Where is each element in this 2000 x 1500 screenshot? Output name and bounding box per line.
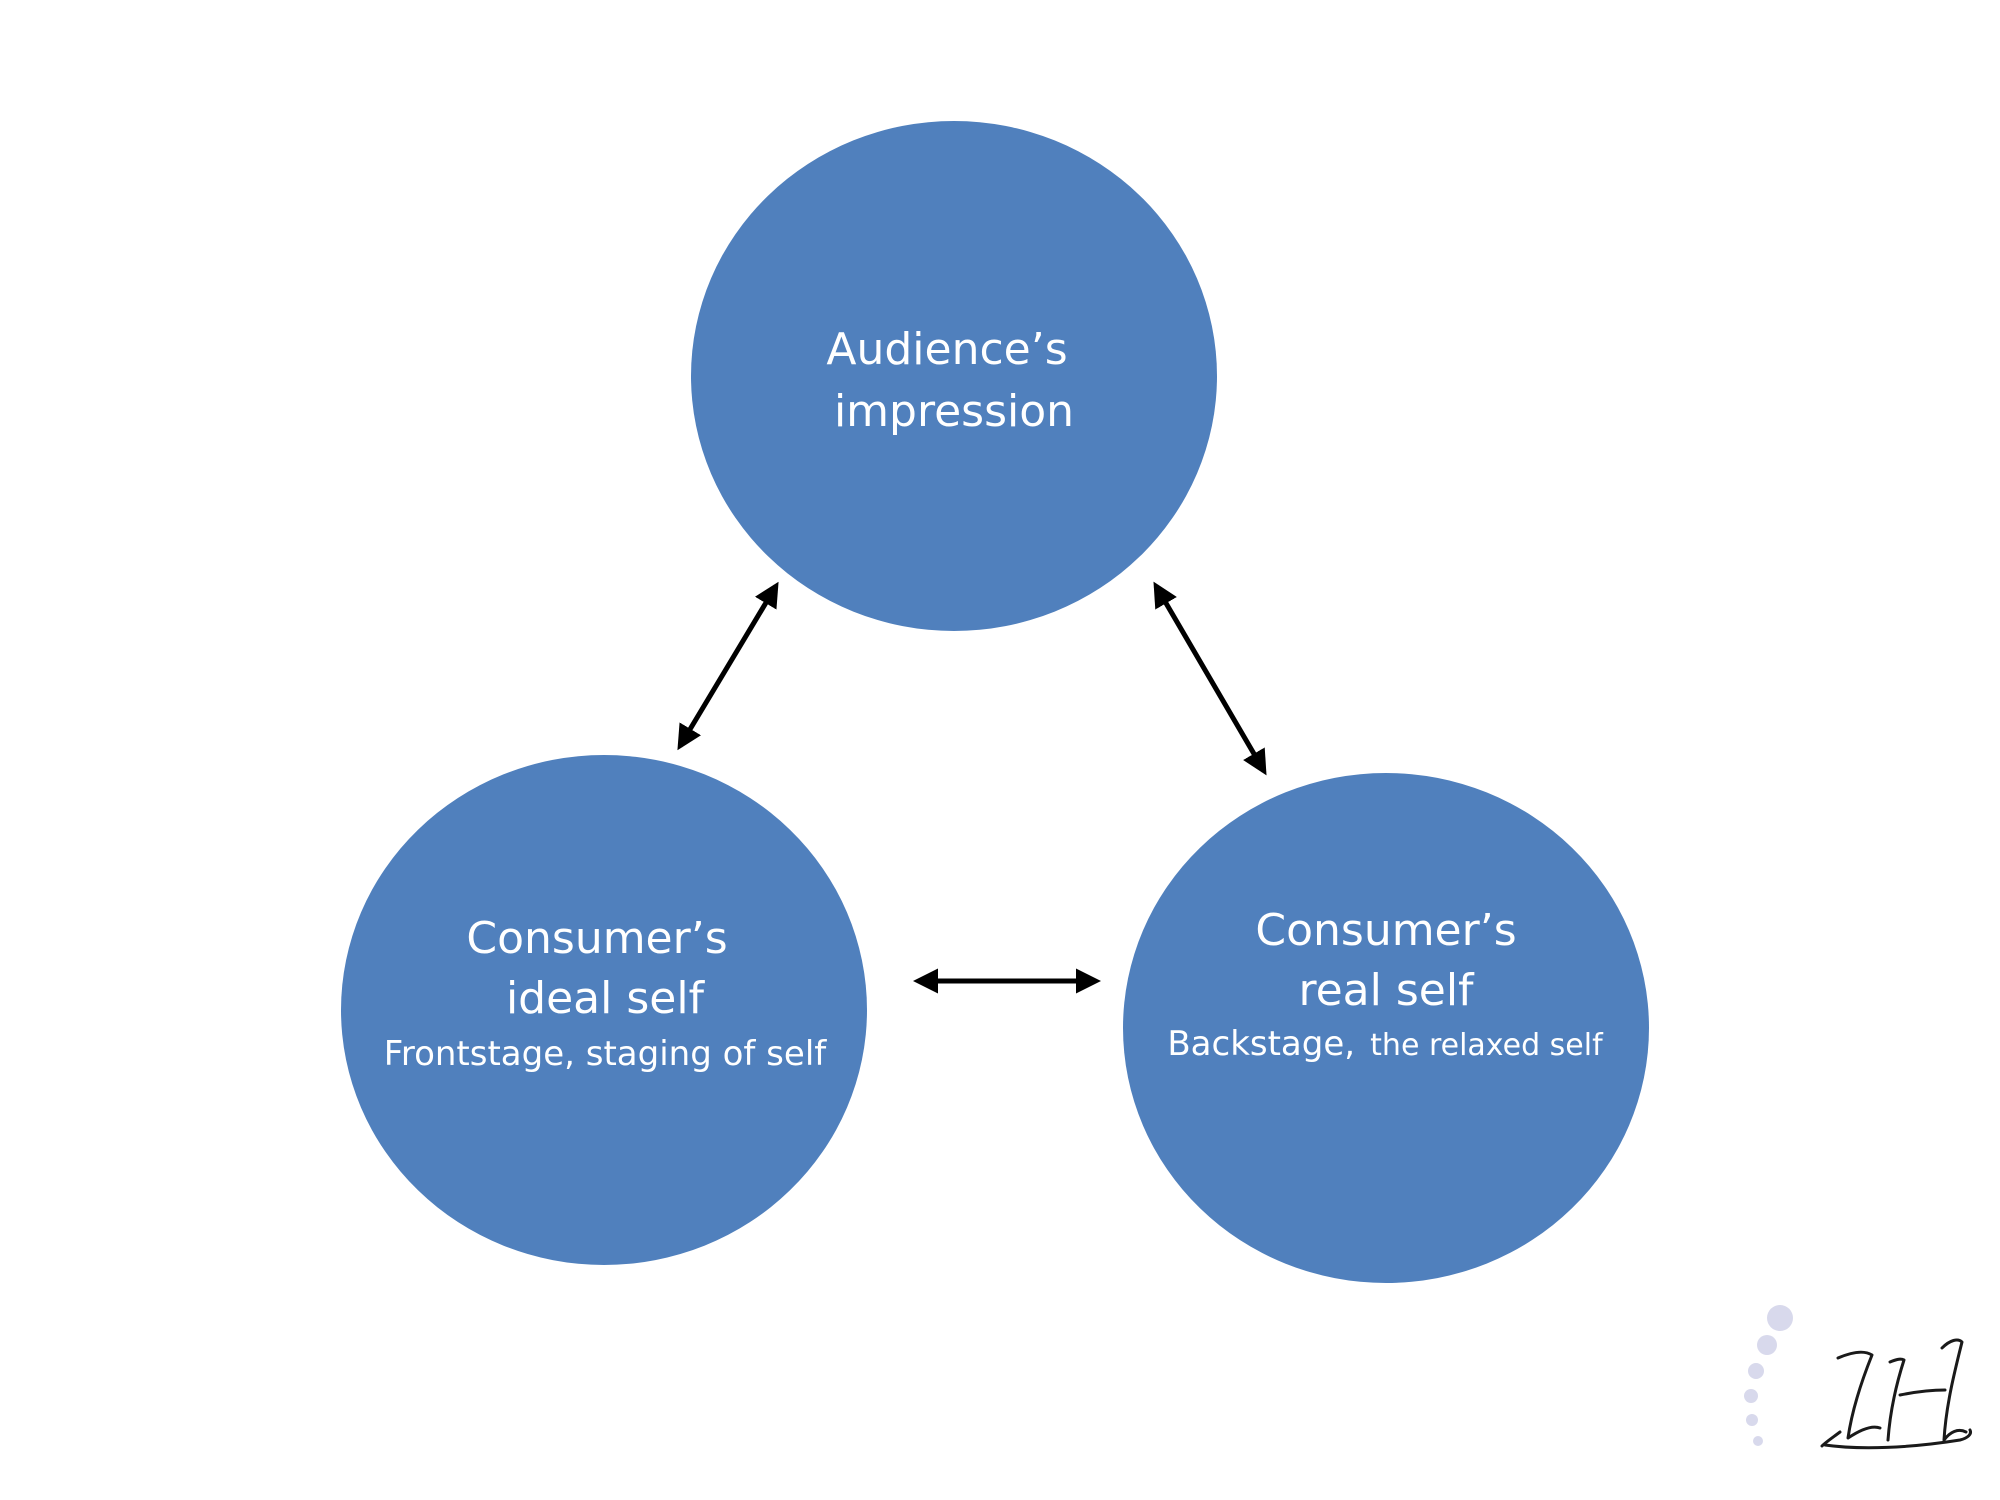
node-audience-line1: Audience’s	[826, 324, 1067, 375]
node-real-subtitle-a: Backstage,	[1167, 1024, 1355, 1064]
node-audience-line2: impression	[834, 386, 1074, 437]
edge-audience-ideal-arrow	[677, 581, 779, 751]
signature-logo-icon	[1820, 1338, 1972, 1450]
node-real-line2: real self	[1298, 965, 1475, 1016]
node-real-subtitle: Backstage, the relaxed self	[1167, 1024, 1604, 1064]
node-real-line1: Consumer’s	[1255, 905, 1516, 956]
node-ideal-line1: Consumer’s	[466, 913, 727, 964]
dots-icon	[1744, 1305, 1793, 1446]
node-real-self: Consumer’s real self Backstage, the rela…	[1123, 773, 1649, 1283]
node-ideal-self: Consumer’s ideal self Frontstage, stagin…	[341, 755, 867, 1265]
node-audience-circle	[691, 121, 1217, 631]
node-audience-impression: Audience’s impression	[691, 121, 1217, 631]
node-real-subtitle-b: the relaxed self	[1370, 1028, 1604, 1063]
node-ideal-circle	[341, 755, 867, 1265]
node-ideal-line2: ideal self	[506, 973, 706, 1024]
node-real-circle	[1123, 773, 1649, 1283]
node-ideal-subtitle: Frontstage, staging of self	[384, 1034, 827, 1074]
edge-audience-real-arrow	[1153, 581, 1267, 776]
